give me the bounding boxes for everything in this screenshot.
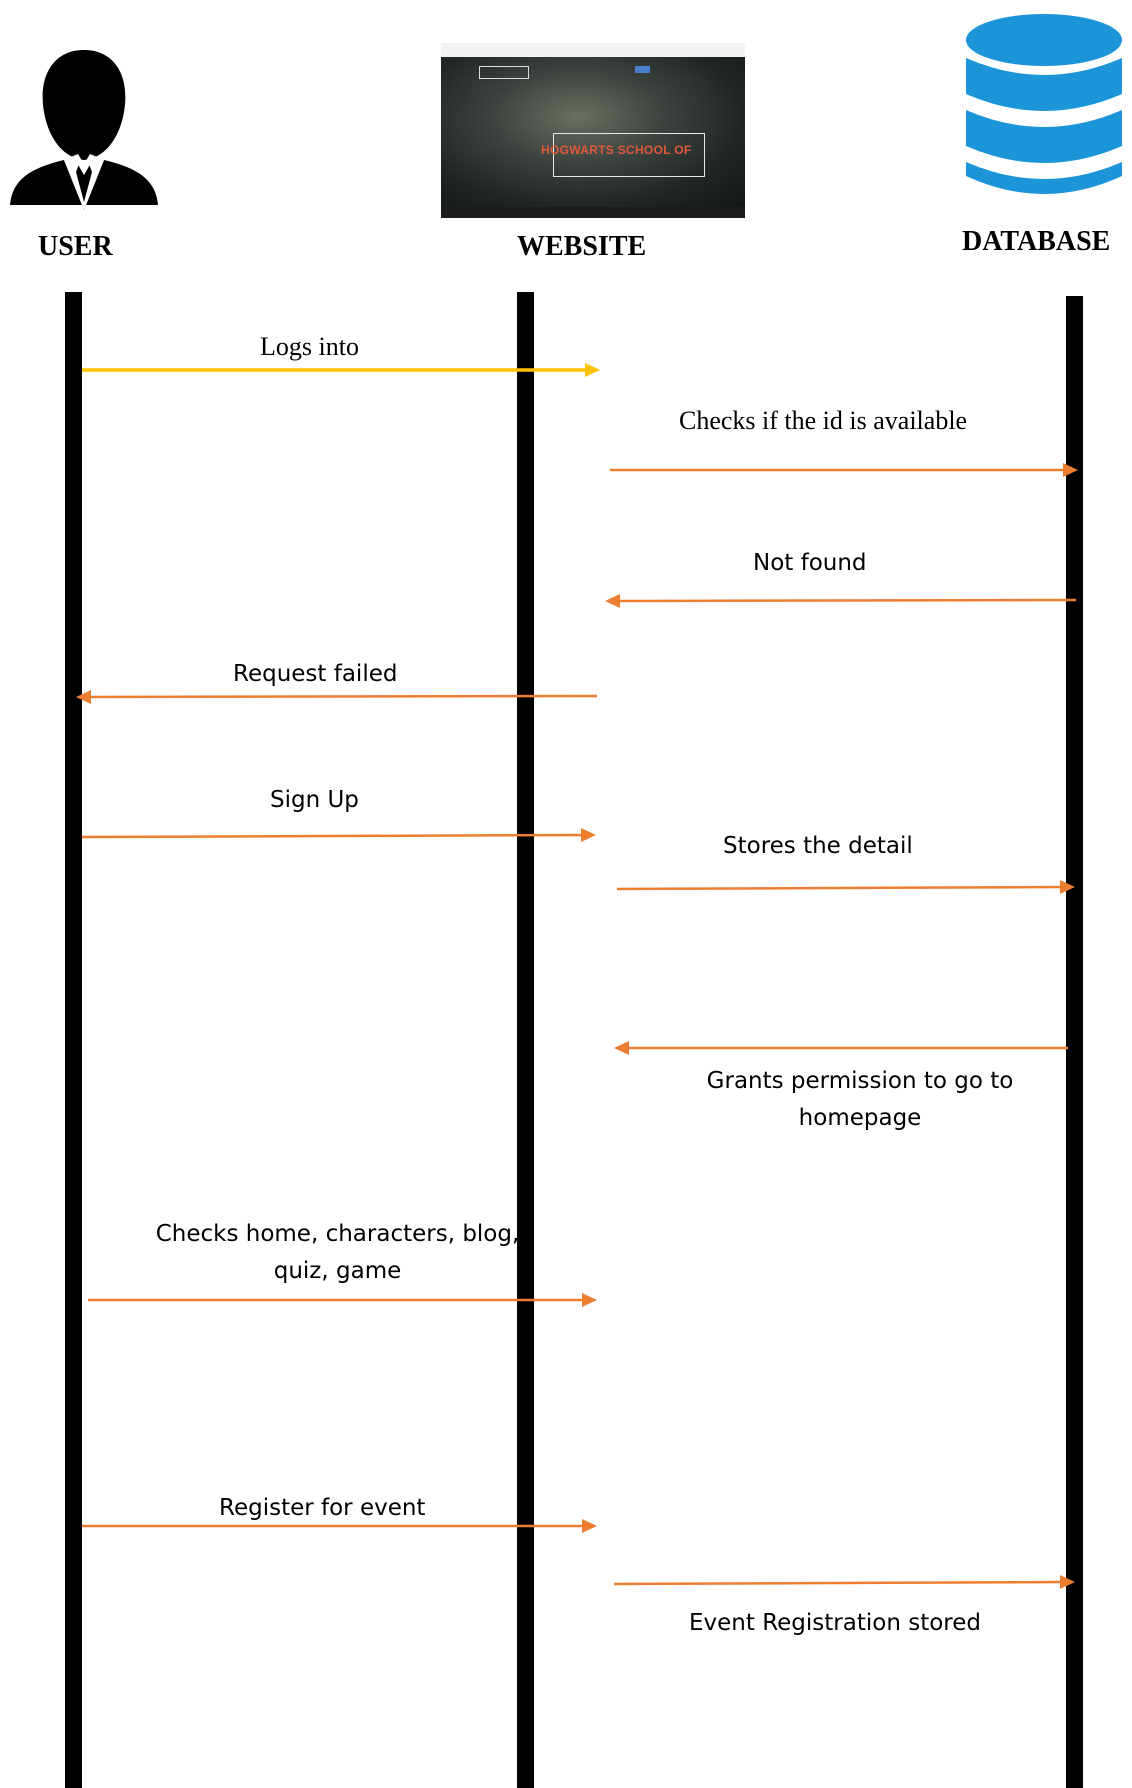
message-arrow — [81, 828, 596, 842]
site-logo-box — [479, 66, 529, 79]
lifeline-user — [65, 292, 82, 1788]
message-label: Event Registration stored — [689, 1610, 981, 1636]
message-label: Grants permission to go to homepage — [706, 1068, 1014, 1131]
hero-box — [553, 133, 705, 177]
message-arrow — [82, 1519, 597, 1533]
message-label: Register for event — [219, 1495, 426, 1521]
hero-image — [441, 57, 745, 207]
message-arrow — [613, 1575, 1075, 1589]
message-label: Checks home, characters, blog, quiz, gam… — [155, 1221, 520, 1284]
message-label: Stores the detail — [723, 833, 913, 859]
message-arrow — [605, 594, 1077, 608]
message-label: Not found — [753, 550, 867, 576]
message-arrow — [88, 1293, 597, 1307]
message-arrow — [616, 880, 1075, 894]
actor-label-database: DATABASE — [962, 226, 1111, 257]
database-cylinder-icon — [966, 14, 1122, 194]
message-arrow — [610, 463, 1078, 477]
lifeline-website — [517, 292, 534, 1788]
message-arrow — [76, 690, 598, 704]
message-label: Request failed — [233, 661, 398, 687]
site-nav-button — [635, 66, 650, 73]
message-label: Logs into — [260, 332, 359, 361]
message-label: Sign Up — [270, 787, 359, 813]
browser-toolbar — [441, 43, 745, 57]
website-screenshot: HOGWARTS SCHOOL OF — [441, 43, 745, 218]
actor-label-user: USER — [38, 231, 113, 262]
message-arrow — [614, 1041, 1068, 1055]
actor-label-website: WEBSITE — [517, 231, 647, 262]
hero-title: HOGWARTS SCHOOL OF — [541, 143, 692, 157]
message-arrow — [82, 363, 600, 377]
taskbar — [441, 207, 745, 218]
message-label: Checks if the id is available — [679, 406, 968, 435]
user-silhouette-icon — [10, 50, 158, 210]
lifeline-database — [1066, 296, 1083, 1788]
